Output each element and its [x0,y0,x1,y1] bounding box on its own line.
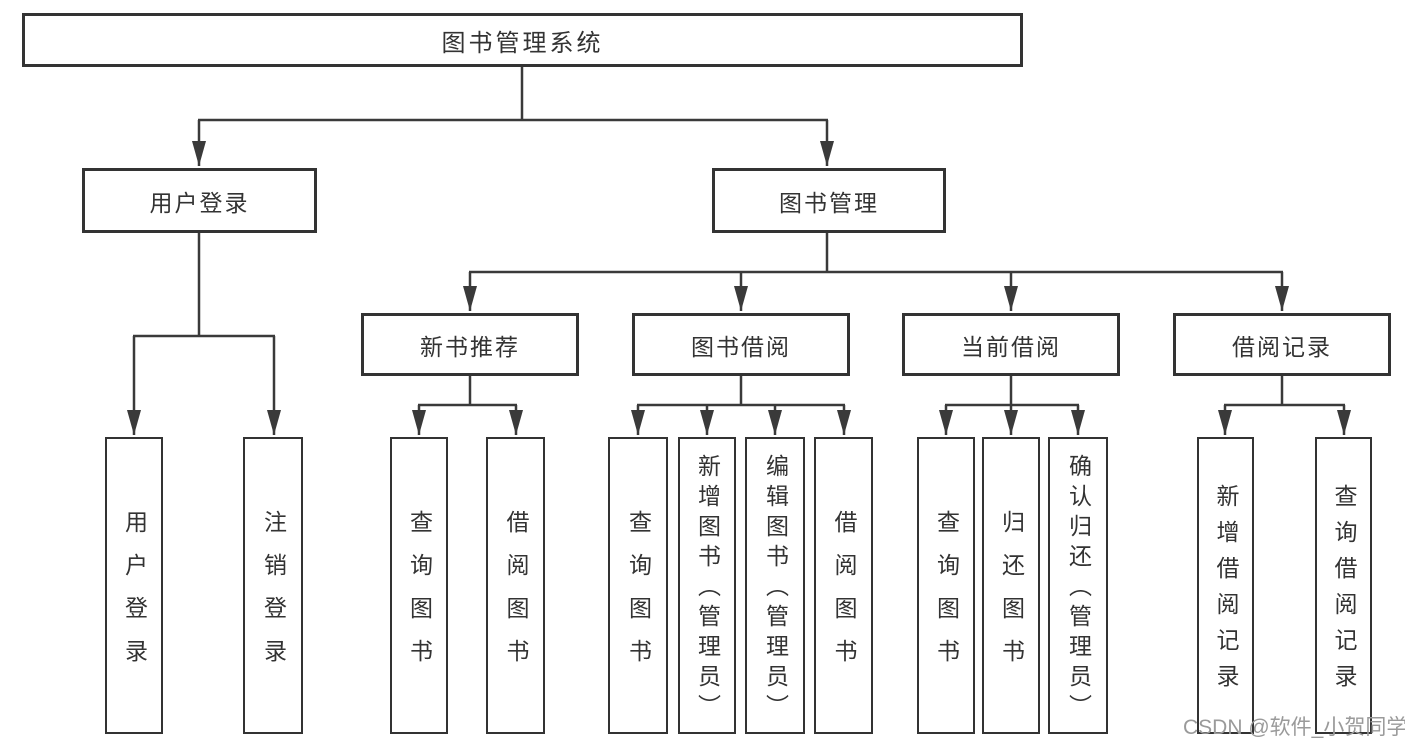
leaf-logout: 注销登录 [243,437,303,734]
leaf-label: 确认归还（管理员） [1065,454,1092,724]
node-book-borrow: 图书借阅 [632,313,850,376]
leaf-cb-query-books: 查询图书 [917,437,975,734]
node-new-book-recommend: 新书推荐 [361,313,579,376]
node-current-borrow: 当前借阅 [902,313,1120,376]
leaf-label: 新增图书（管理员） [694,454,721,724]
leaf-nb-query-books: 查询图书 [390,437,448,734]
csdn-watermark: CSDN @软件_小贺同学 [1183,716,1405,739]
leaf-label: 编辑图书（管理员） [762,454,789,724]
leaf-label: 查询图书 [625,509,652,682]
leaf-label: 用户登录 [121,509,148,682]
leaf-nb-borrow-books: 借阅图书 [486,437,545,734]
leaf-bb-borrow-books: 借阅图书 [814,437,873,734]
node-library-management-system: 图书管理系统 [22,13,1023,67]
leaf-bb-add-books-admin: 新增图书（管理员） [678,437,736,734]
leaf-label: 注销登录 [260,509,287,682]
leaf-br-query-record: 查询借阅记录 [1315,437,1372,734]
leaf-label: 借阅图书 [503,509,529,682]
node-book-management: 图书管理 [712,168,946,233]
leaf-label: 新增借阅记录 [1213,484,1239,700]
leaf-cb-confirm-return-admin: 确认归还（管理员） [1048,437,1108,734]
leaf-label: 借阅图书 [831,509,857,682]
leaf-user-login: 用户登录 [105,437,163,734]
leaf-bb-edit-books-admin: 编辑图书（管理员） [745,437,805,734]
leaf-label: 查询借阅记录 [1331,484,1357,700]
leaf-br-add-record: 新增借阅记录 [1197,437,1254,734]
leaf-label: 归还图书 [998,509,1025,682]
leaf-label: 查询图书 [933,509,960,682]
leaf-cb-return-books: 归还图书 [982,437,1040,734]
leaf-label: 查询图书 [406,509,433,682]
node-borrow-records: 借阅记录 [1173,313,1391,376]
node-user-login: 用户登录 [82,168,317,233]
leaf-bb-query-books: 查询图书 [608,437,668,734]
